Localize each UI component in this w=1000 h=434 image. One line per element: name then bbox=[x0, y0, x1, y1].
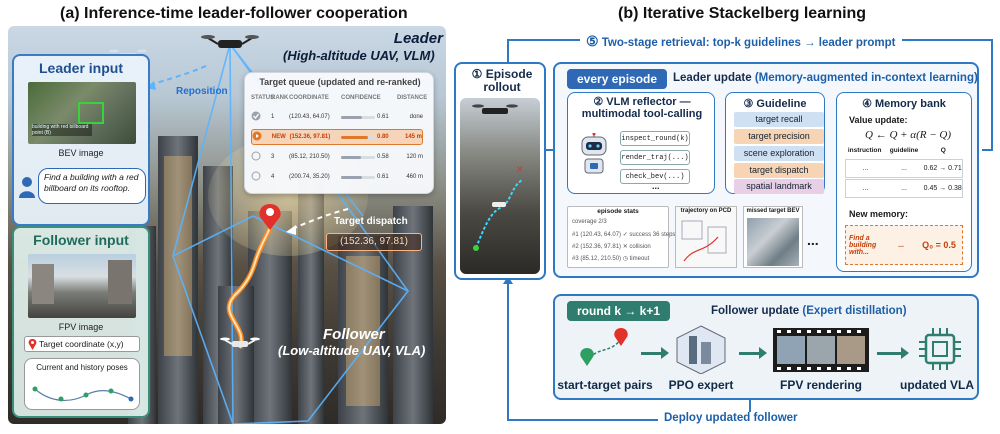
target-queue-card: Target queue (updated and re-ranked) STA… bbox=[244, 72, 434, 194]
follower-drone-icon bbox=[220, 337, 260, 347]
dispatch-coordinate: (152.36, 97.81) bbox=[326, 233, 422, 251]
target-queue-title: Target queue (updated and re-ranked) bbox=[259, 77, 421, 87]
play-icon bbox=[252, 131, 262, 141]
leader-label: Leader bbox=[393, 30, 443, 47]
svg-text:✕: ✕ bbox=[516, 164, 524, 174]
guideline-item: scene exploration bbox=[734, 146, 824, 161]
target-dispatch-label: Target dispatch bbox=[334, 216, 408, 227]
follower-input-card: Follower input FPV image Target coordina… bbox=[12, 226, 150, 418]
guideline-box: ③ Guideline target recall target precisi… bbox=[725, 92, 825, 194]
pending-circle-icon bbox=[251, 171, 261, 181]
chip-icon bbox=[919, 328, 961, 370]
target-coordinate-field: Target coordinate (x,y) bbox=[24, 336, 140, 352]
fpv-rendering-icon bbox=[773, 328, 869, 372]
bev-caption: BEV image bbox=[58, 148, 104, 158]
guideline-item: target precision bbox=[734, 129, 824, 144]
value-update-label: Value update: bbox=[849, 115, 908, 125]
stage-label: PPO expert bbox=[668, 378, 734, 392]
episode-stats-panel: episode stats coverage 2/3 #1 (120.43, 6… bbox=[567, 206, 675, 268]
guideline-item: target recall bbox=[734, 112, 824, 127]
every-episode-pill: every episode bbox=[567, 69, 668, 89]
fpv-caption: FPV image bbox=[58, 322, 104, 332]
memory-bank-box: ④ Memory bank Value update: Q ← Q + α(R … bbox=[836, 92, 972, 272]
pose-history-icon bbox=[32, 386, 134, 402]
city-scene: Leader (High-altitude UAV, VLM) Repositi… bbox=[8, 26, 446, 424]
user-icon bbox=[19, 177, 35, 198]
memory-row: ......0.62 → 0.71 bbox=[845, 159, 963, 178]
ppo-expert-icon bbox=[676, 325, 726, 374]
memory-header: instruction guideline Q bbox=[847, 147, 946, 154]
trajectory-panel: trajectory on PCD bbox=[675, 206, 737, 268]
missed-target-bev-panel: missed target BEV bbox=[743, 206, 803, 268]
retrieval-label: ⑤ Two-stage retrieval: top-k guidelines … bbox=[580, 33, 902, 50]
leader-input-title: Leader input bbox=[38, 60, 123, 76]
follower-path bbox=[226, 225, 273, 349]
guideline-item: spatial landmark bbox=[734, 179, 824, 194]
follower-update-title: Follower update (Expert distillation) bbox=[711, 305, 907, 317]
value-update-formula: Q ← Q + α(R − Q) bbox=[865, 129, 951, 141]
queue-row[interactable]: 3 (85.12, 210.50) 0.58 120 m bbox=[251, 149, 423, 165]
right-panel-title: (b) Iterative Stackelberg learning bbox=[618, 5, 867, 22]
robot-icon bbox=[581, 133, 607, 174]
stage-label: FPV rendering bbox=[779, 378, 862, 392]
reposition-label: Reposition bbox=[176, 86, 228, 97]
poses-panel: Current and history poses bbox=[24, 358, 140, 410]
tool-check-bev[interactable]: check_bev(...) bbox=[620, 169, 690, 184]
instruction-bubble: Find a building with a red billboard on … bbox=[38, 168, 146, 204]
vlm-reflector-box: ② VLM reflector — multimodal tool-callin… bbox=[567, 92, 715, 194]
leader-input-card: Leader input building with red billboard… bbox=[12, 54, 150, 226]
leader-sublabel: (High-altitude UAV, VLM) bbox=[283, 48, 435, 63]
follower-sublabel: (Low-altitude UAV, VLA) bbox=[278, 343, 426, 358]
left-panel-title: (a) Inference-time leader-follower coope… bbox=[60, 5, 408, 22]
tool-inspect-round[interactable]: inspect_round(k) bbox=[620, 131, 690, 146]
location-pin-icon bbox=[28, 339, 37, 350]
queue-row[interactable]: 4 (200.74, 35.20) 0.61 460 m bbox=[251, 169, 423, 185]
follower-label: Follower bbox=[323, 326, 385, 343]
stage-label: start-target pairs bbox=[557, 378, 653, 392]
guideline-item: target dispatch bbox=[734, 163, 824, 178]
bev-image: building with red billboard point (B) bbox=[28, 82, 136, 144]
new-memory-label: New memory: bbox=[849, 209, 909, 219]
follower-update-box: round k → k+1 Follower update (Expert di… bbox=[553, 294, 979, 400]
new-memory-card: Find a building with... ... Q₀ = 0.5 bbox=[845, 225, 963, 265]
memory-bank-title: ④ Memory bank bbox=[862, 98, 946, 110]
start-target-pairs-icon bbox=[580, 328, 628, 366]
done-check-icon bbox=[251, 111, 261, 121]
episode-rollout-title: ① Episode rollout bbox=[471, 67, 533, 94]
leader-update-title: Leader update (Memory-augmented in-conte… bbox=[673, 72, 978, 84]
episode-rollout-box: ① Episode rollout ✕ bbox=[454, 62, 546, 280]
pending-circle-icon bbox=[251, 151, 261, 161]
tool-render-traj[interactable]: render_traj(...) bbox=[620, 150, 690, 165]
target-pin-icon bbox=[259, 204, 281, 230]
queue-row[interactable]: 1 (120.43, 64.07) 0.61 done bbox=[251, 109, 423, 125]
round-pill: round k → k+1 bbox=[567, 301, 671, 321]
stage-label: updated VLA bbox=[900, 378, 974, 392]
deploy-label: Deploy updated follower bbox=[658, 412, 804, 424]
memory-row: ......0.45 → 0.38 bbox=[845, 179, 963, 198]
leader-drone-icon bbox=[201, 35, 259, 48]
guideline-title: ③ Guideline bbox=[743, 98, 807, 110]
vlm-reflector-title: ② VLM reflector — multimodal tool-callin… bbox=[581, 96, 703, 120]
reflection-evidence: episode stats coverage 2/3 #1 (120.43, 6… bbox=[567, 206, 823, 272]
rollout-image: ✕ bbox=[460, 98, 540, 274]
queue-row-active[interactable]: NEW (152.36, 97.81) 0.80 145 m bbox=[251, 129, 423, 145]
target-queue-header: STATUS RANK COORDINATE CONFIDENCE DISTAN… bbox=[251, 95, 428, 101]
follower-input-title: Follower input bbox=[33, 232, 129, 248]
fpv-image bbox=[28, 254, 136, 318]
